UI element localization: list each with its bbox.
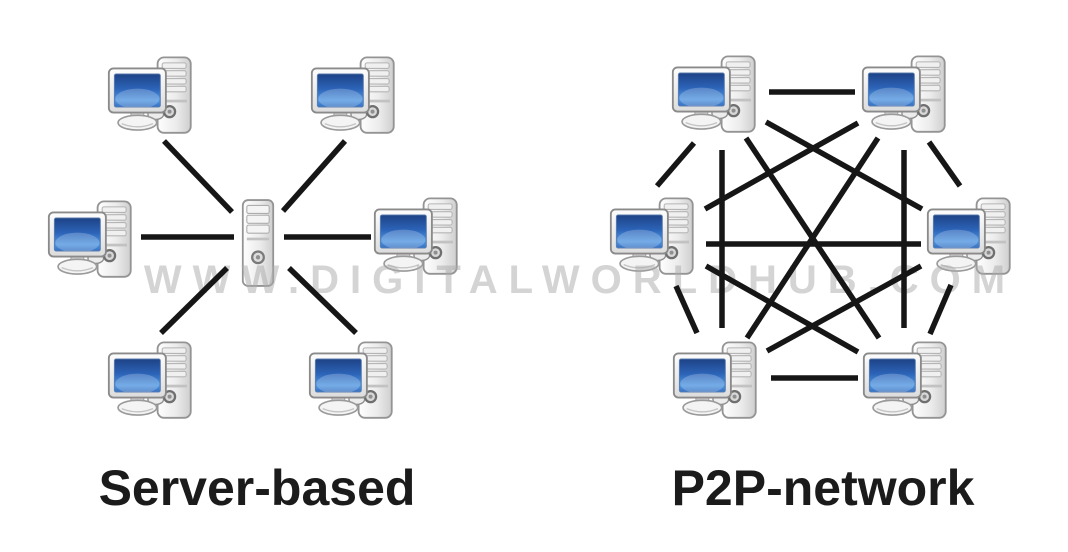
edge-p2p-network-tl-mr [764, 119, 924, 212]
edge-p2p-network-mr-br [927, 283, 954, 336]
edge-p2p-network-mr-bl [765, 263, 923, 354]
edge-server-based-server-tl [162, 139, 234, 214]
caption-p2p-network: P2P-network [671, 460, 975, 516]
edge-server-based-server-br [287, 266, 358, 335]
edge-p2p-network-tl-ml [654, 141, 697, 188]
edge-p2p-network-ml-bl [673, 284, 700, 335]
edge-p2p-network-tr-ml [703, 120, 860, 212]
edge-server-based-server-bl [159, 266, 229, 335]
edge-p2p-network-ml-br [704, 263, 860, 355]
edge-p2p-network-tr-mr [926, 140, 963, 188]
watermark-text: WWW.DIGITALWORLDHUB.COM [143, 258, 1017, 302]
caption-server-based: Server-based [98, 460, 416, 516]
edge-server-based-server-tr [280, 139, 348, 213]
